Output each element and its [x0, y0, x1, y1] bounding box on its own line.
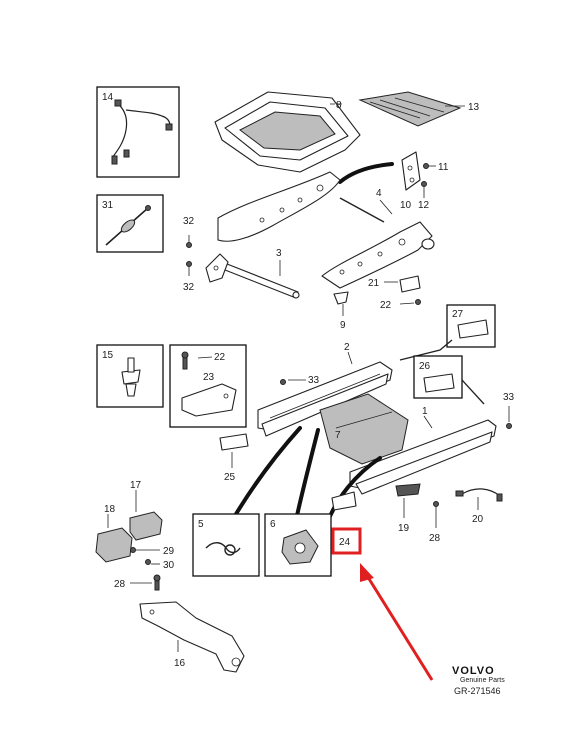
callout-22b: 22 — [214, 352, 226, 363]
callout-5: 5 — [198, 519, 204, 530]
callout-3: 3 — [276, 248, 282, 259]
callout-27: 27 — [452, 309, 464, 320]
highlight-box-24 — [331, 527, 362, 555]
callout-20: 20 — [472, 514, 484, 525]
inset-box-6[interactable]: 6 — [264, 513, 332, 577]
part-30-nut[interactable]: 30 — [145, 559, 175, 572]
brand-logo: VOLVO — [452, 665, 495, 677]
highlight-arrow — [360, 563, 434, 681]
leader-5 — [234, 426, 302, 516]
callout-18: 18 — [104, 504, 116, 515]
callout-2: 2 — [344, 342, 350, 353]
part-29-clip[interactable]: 29 — [130, 546, 175, 557]
callout-12: 12 — [418, 200, 430, 211]
part-25-clip[interactable]: 25 — [219, 433, 249, 483]
part-20-sensor-cable[interactable]: 20 — [455, 488, 503, 525]
leader-26 — [461, 379, 485, 405]
inset-box-14[interactable]: 14 — [96, 86, 180, 178]
callout-1: 1 — [422, 406, 428, 417]
part-17-connector[interactable]: 17 — [129, 480, 163, 541]
part-19-pad[interactable]: 19 — [395, 483, 421, 534]
part-11-screw[interactable]: 11 — [423, 162, 449, 173]
callout-29: 29 — [163, 546, 175, 557]
callout-32a: 32 — [183, 216, 195, 227]
callout-30: 30 — [163, 560, 175, 571]
callout-8: 8 — [336, 100, 342, 111]
part-8-seat-cushion-frame[interactable]: 8 — [214, 91, 361, 173]
part-12-screw[interactable]: 12 — [418, 181, 430, 212]
inset-box-15[interactable]: 15 — [96, 344, 164, 408]
callout-26: 26 — [419, 361, 431, 372]
part-16-bracket[interactable]: 16 — [139, 601, 245, 673]
callout-33a: 33 — [308, 375, 320, 386]
inset-box-23[interactable]: 22 23 — [169, 344, 247, 428]
leader-27 — [399, 339, 453, 361]
callout-7: 7 — [335, 430, 341, 441]
part-22-screw-upper[interactable]: 22 — [380, 299, 421, 312]
brand-tagline: Genuine Parts — [460, 677, 505, 684]
part-18-control-module[interactable]: 18 — [95, 504, 133, 563]
callout-21: 21 — [368, 278, 380, 289]
callout-25: 25 — [224, 472, 236, 483]
cable-thick — [338, 162, 394, 184]
callout-4: 4 — [376, 188, 382, 199]
leader-6 — [294, 428, 320, 522]
part-32-screw-lower[interactable]: 32 — [183, 261, 195, 294]
inset-box-26[interactable]: 26 — [413, 355, 463, 399]
part-3-cross-tube[interactable]: 3 — [219, 248, 300, 299]
callout-14: 14 — [102, 92, 114, 103]
inset-box-5[interactable]: 5 — [192, 513, 260, 577]
inset-box-31[interactable]: 31 — [96, 194, 164, 253]
part-7-center-bracket[interactable]: 7 — [319, 393, 409, 465]
callout-22a: 22 — [380, 300, 392, 311]
callout-13: 13 — [468, 102, 480, 113]
part-33-screw-left[interactable]: 33 — [280, 375, 320, 386]
callout-28a: 28 — [114, 579, 126, 590]
callout-17: 17 — [130, 480, 142, 491]
callout-28b: 28 — [429, 533, 441, 544]
callout-31: 31 — [102, 200, 114, 211]
part-4-side-frame[interactable]: 4 — [321, 188, 435, 289]
left-side-frame[interactable] — [217, 171, 341, 242]
callout-24[interactable]: 24 — [339, 537, 351, 548]
part-33-screw-right[interactable]: 33 — [503, 392, 515, 429]
part-21-pad[interactable]: 21 — [368, 275, 421, 293]
part-28-screw-left[interactable]: 28 — [114, 574, 161, 591]
part-2-upper-rail[interactable]: 2 — [257, 342, 393, 437]
callout-6: 6 — [270, 519, 276, 530]
part-24-clip[interactable]: 24 — [331, 491, 362, 555]
part-13-seat-mat[interactable]: 13 — [358, 91, 480, 127]
callout-33b: 33 — [503, 392, 515, 403]
part-9-bushing[interactable]: 9 — [333, 291, 349, 331]
callout-19: 19 — [398, 523, 410, 534]
part-28-screw-right[interactable]: 28 — [429, 501, 441, 545]
left-bracket[interactable] — [205, 253, 229, 283]
callout-15: 15 — [102, 350, 114, 361]
callout-9: 9 — [340, 320, 346, 331]
brand-block: VOLVO Genuine Parts GR-271546 — [452, 665, 505, 696]
callout-16: 16 — [174, 658, 186, 669]
callout-11: 11 — [438, 162, 449, 173]
part-32-screw-upper[interactable]: 32 — [183, 216, 195, 248]
part-10-bracket[interactable]: 10 — [400, 151, 421, 211]
callout-32b: 32 — [183, 282, 195, 293]
callout-23: 23 — [203, 372, 215, 383]
inset-box-27[interactable]: 27 — [446, 304, 496, 348]
drawing-reference: GR-271546 — [454, 686, 501, 696]
callout-10: 10 — [400, 200, 412, 211]
